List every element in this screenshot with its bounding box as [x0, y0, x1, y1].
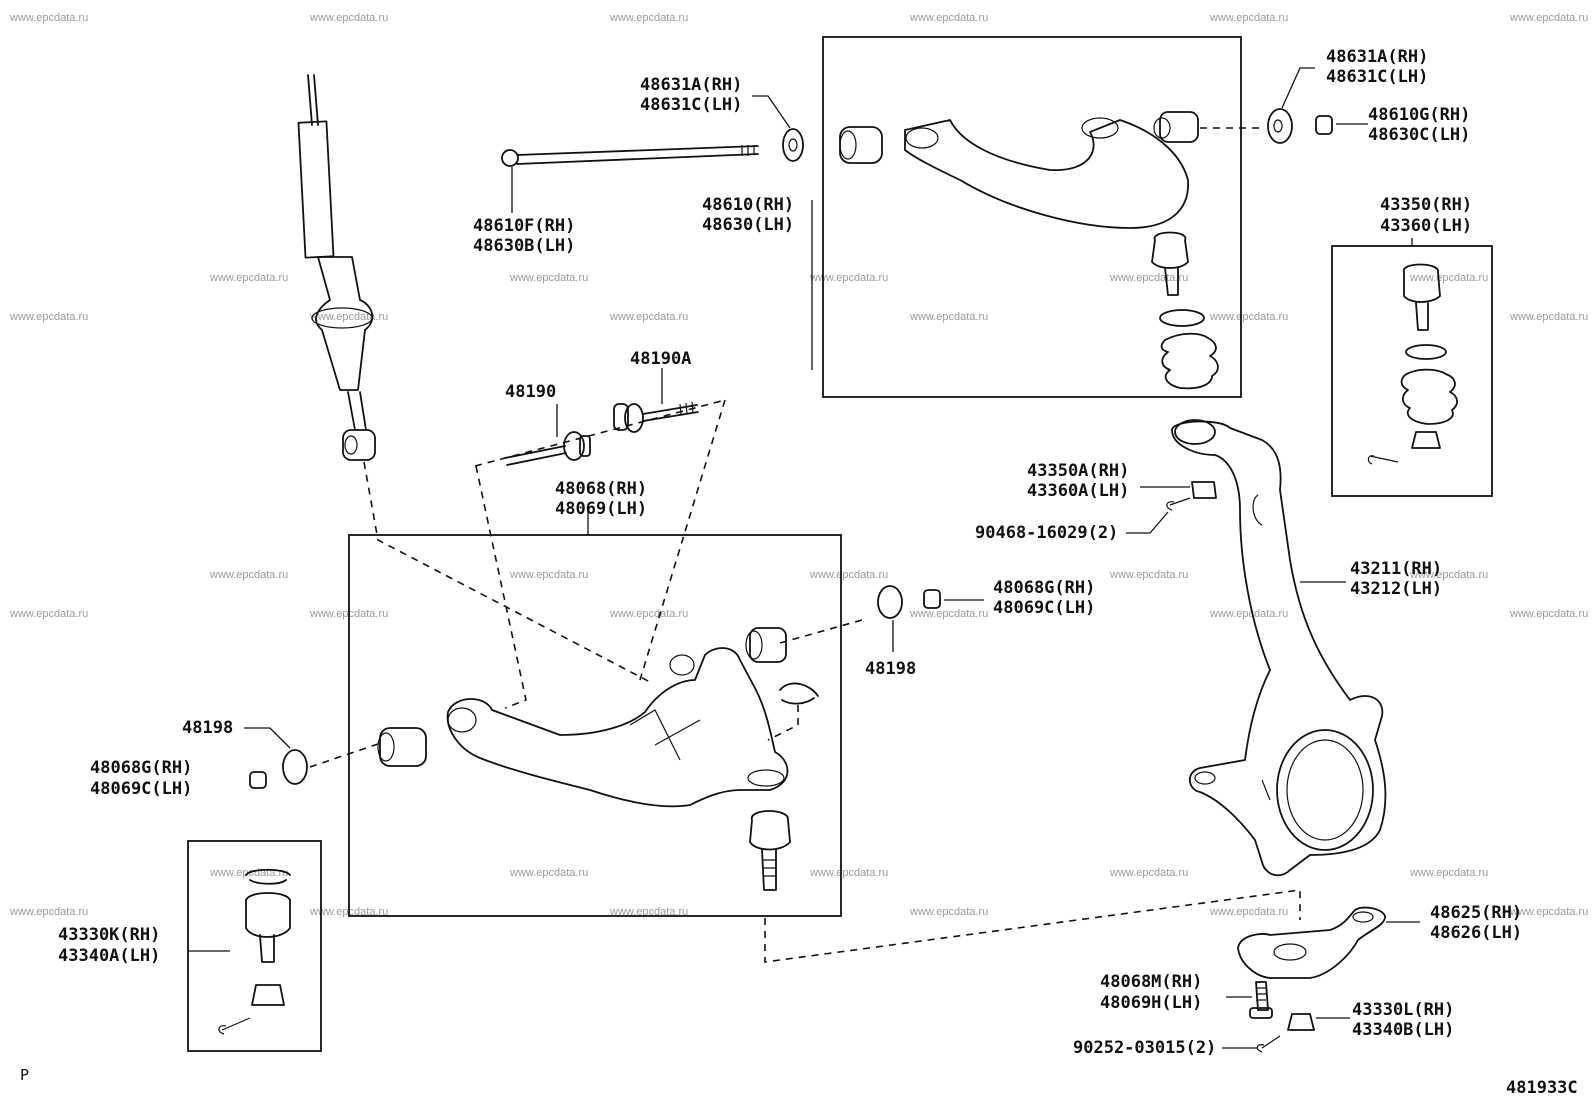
upper-ball-joint-kit-drawing — [1367, 238, 1458, 465]
watermark: www.epcdata.ru — [609, 608, 688, 620]
assembly-dash-lines — [309, 399, 1301, 963]
lower-control-arm-drawing — [377, 627, 819, 891]
watermark: www.epcdata.ru — [609, 906, 688, 918]
label-48630C-lh: 48630C(LH) — [1368, 125, 1470, 145]
label-48630-lh: 48630(LH) — [702, 215, 794, 235]
label-48610G-rh: 48610G(RH) — [1368, 105, 1470, 125]
label-43340B-lh: 43340B(LH) — [1352, 1020, 1454, 1040]
watermark: www.epcdata.ru — [1509, 12, 1588, 24]
watermark: www.epcdata.ru — [1109, 272, 1188, 284]
label-48068-rh: 48068(RH) — [555, 479, 647, 499]
label-48068M-rh: 48068M(RH) — [1100, 972, 1202, 992]
watermark: www.epcdata.ru — [309, 12, 388, 24]
watermark: www.epcdata.ru — [9, 12, 88, 24]
label-43360-lh: 43360(LH) — [1380, 216, 1472, 236]
label-48630B-lh: 48630B(LH) — [473, 236, 575, 256]
watermark: www.epcdata.ru — [1209, 906, 1288, 918]
watermark: www.epcdata.ru — [609, 311, 688, 323]
watermark: www.epcdata.ru — [809, 867, 888, 879]
lower-arm-washer-right-drawing — [877, 585, 984, 652]
upper-arm-washer-left-drawing — [752, 95, 804, 162]
label-90252-03015: 90252-03015(2) — [1073, 1038, 1216, 1058]
label-48069C-lh-left: 48069C(LH) — [90, 779, 192, 799]
label-43340A-lh: 43340A(LH) — [58, 946, 160, 966]
steering-knuckle-drawing — [1171, 419, 1387, 877]
label-48625-rh: 48625(RH) — [1430, 903, 1522, 923]
label-43212-lh: 43212(LH) — [1350, 579, 1442, 599]
label-48069C-lh-right: 48069C(LH) — [993, 598, 1095, 618]
watermarks: www.epcdata.ru www.epcdata.ru www.epcdat… — [9, 12, 1588, 918]
lower-arm-washer-left-drawing — [244, 727, 308, 789]
watermark: www.epcdata.ru — [209, 272, 288, 284]
watermark: www.epcdata.ru — [909, 608, 988, 620]
watermark: www.epcdata.ru — [909, 311, 988, 323]
watermark: www.epcdata.ru — [9, 311, 88, 323]
label-48198-left: 48198 — [182, 718, 233, 738]
watermark: www.epcdata.ru — [1209, 311, 1288, 323]
watermark: www.epcdata.ru — [209, 569, 288, 581]
label-48069-lh: 48069(LH) — [555, 499, 647, 519]
steering-arm-fasteners-drawing — [1222, 981, 1350, 1053]
label-48631A-rh-right: 48631A(RH) — [1326, 47, 1428, 67]
label-48069H-lh: 48069H(LH) — [1100, 993, 1202, 1013]
watermark: www.epcdata.ru — [9, 608, 88, 620]
label-48631C-lh-right: 48631C(LH) — [1326, 67, 1428, 87]
watermark: www.epcdata.ru — [509, 272, 588, 284]
label-43360A-lh: 43360A(LH) — [1027, 481, 1129, 501]
label-48068G-rh-right: 48068G(RH) — [993, 578, 1095, 598]
label-43350-rh: 43350(RH) — [1380, 195, 1472, 215]
upper-control-arm-drawing — [811, 111, 1219, 390]
label-48190A: 48190A — [630, 349, 691, 369]
watermark: www.epcdata.ru — [609, 12, 688, 24]
watermark: www.epcdata.ru — [1509, 906, 1588, 918]
steering-arm-drawing — [1237, 906, 1420, 979]
watermark: www.epcdata.ru — [9, 906, 88, 918]
label-48198-right: 48198 — [865, 659, 916, 679]
watermark: www.epcdata.ru — [809, 569, 888, 581]
label-43330K-rh: 43330K(RH) — [58, 925, 160, 945]
label-43330L-rh: 43330L(RH) — [1352, 1000, 1454, 1020]
watermark: www.epcdata.ru — [1109, 867, 1188, 879]
corner-mark: P — [20, 1066, 29, 1084]
watermark: www.epcdata.ru — [909, 12, 988, 24]
watermark: www.epcdata.ru — [509, 569, 588, 581]
watermark: www.epcdata.ru — [1409, 867, 1488, 879]
watermark: www.epcdata.ru — [1509, 311, 1588, 323]
watermark: www.epcdata.ru — [809, 272, 888, 284]
label-48631C-lh-left: 48631C(LH) — [640, 95, 742, 115]
leader-lines — [188, 510, 589, 952]
label-48610-rh: 48610(RH) — [702, 195, 794, 215]
watermark: www.epcdata.ru — [1209, 608, 1288, 620]
part-labels: 48631A(RH) 48631C(LH) 48610F(RH) 48630B(… — [20, 47, 1578, 1098]
watermark: www.epcdata.ru — [1409, 272, 1488, 284]
watermark: www.epcdata.ru — [1409, 569, 1488, 581]
watermark: www.epcdata.ru — [509, 867, 588, 879]
upper-arm-bolt-drawing — [501, 145, 759, 213]
label-48610F-rh: 48610F(RH) — [473, 216, 575, 236]
lower-ball-joint-kit-drawing — [218, 868, 291, 1035]
diagram-code: 481933C — [1506, 1078, 1578, 1098]
knuckle-nut-drawing — [1126, 481, 1217, 534]
lower-arm-group-box — [348, 534, 842, 917]
watermark: www.epcdata.ru — [1509, 608, 1588, 620]
label-48190: 48190 — [505, 382, 556, 402]
label-43350A-rh: 43350A(RH) — [1027, 461, 1129, 481]
watermark: www.epcdata.ru — [1109, 569, 1188, 581]
label-90468-16029: 90468-16029(2) — [975, 523, 1118, 543]
label-48631A-rh-left: 48631A(RH) — [640, 75, 742, 95]
upper-arm-washer-right-drawing — [1200, 67, 1368, 144]
label-48626-lh: 48626(LH) — [1430, 923, 1522, 943]
watermark: www.epcdata.ru — [1209, 12, 1288, 24]
watermark: www.epcdata.ru — [309, 311, 388, 323]
lower-ball-joint-group-box — [187, 840, 322, 1052]
label-48068G-rh-left: 48068G(RH) — [90, 758, 192, 778]
watermark: www.epcdata.ru — [909, 906, 988, 918]
label-43211-rh: 43211(RH) — [1350, 559, 1442, 579]
upper-arm-group-box — [822, 36, 1242, 398]
shock-absorber-drawing — [297, 74, 376, 461]
